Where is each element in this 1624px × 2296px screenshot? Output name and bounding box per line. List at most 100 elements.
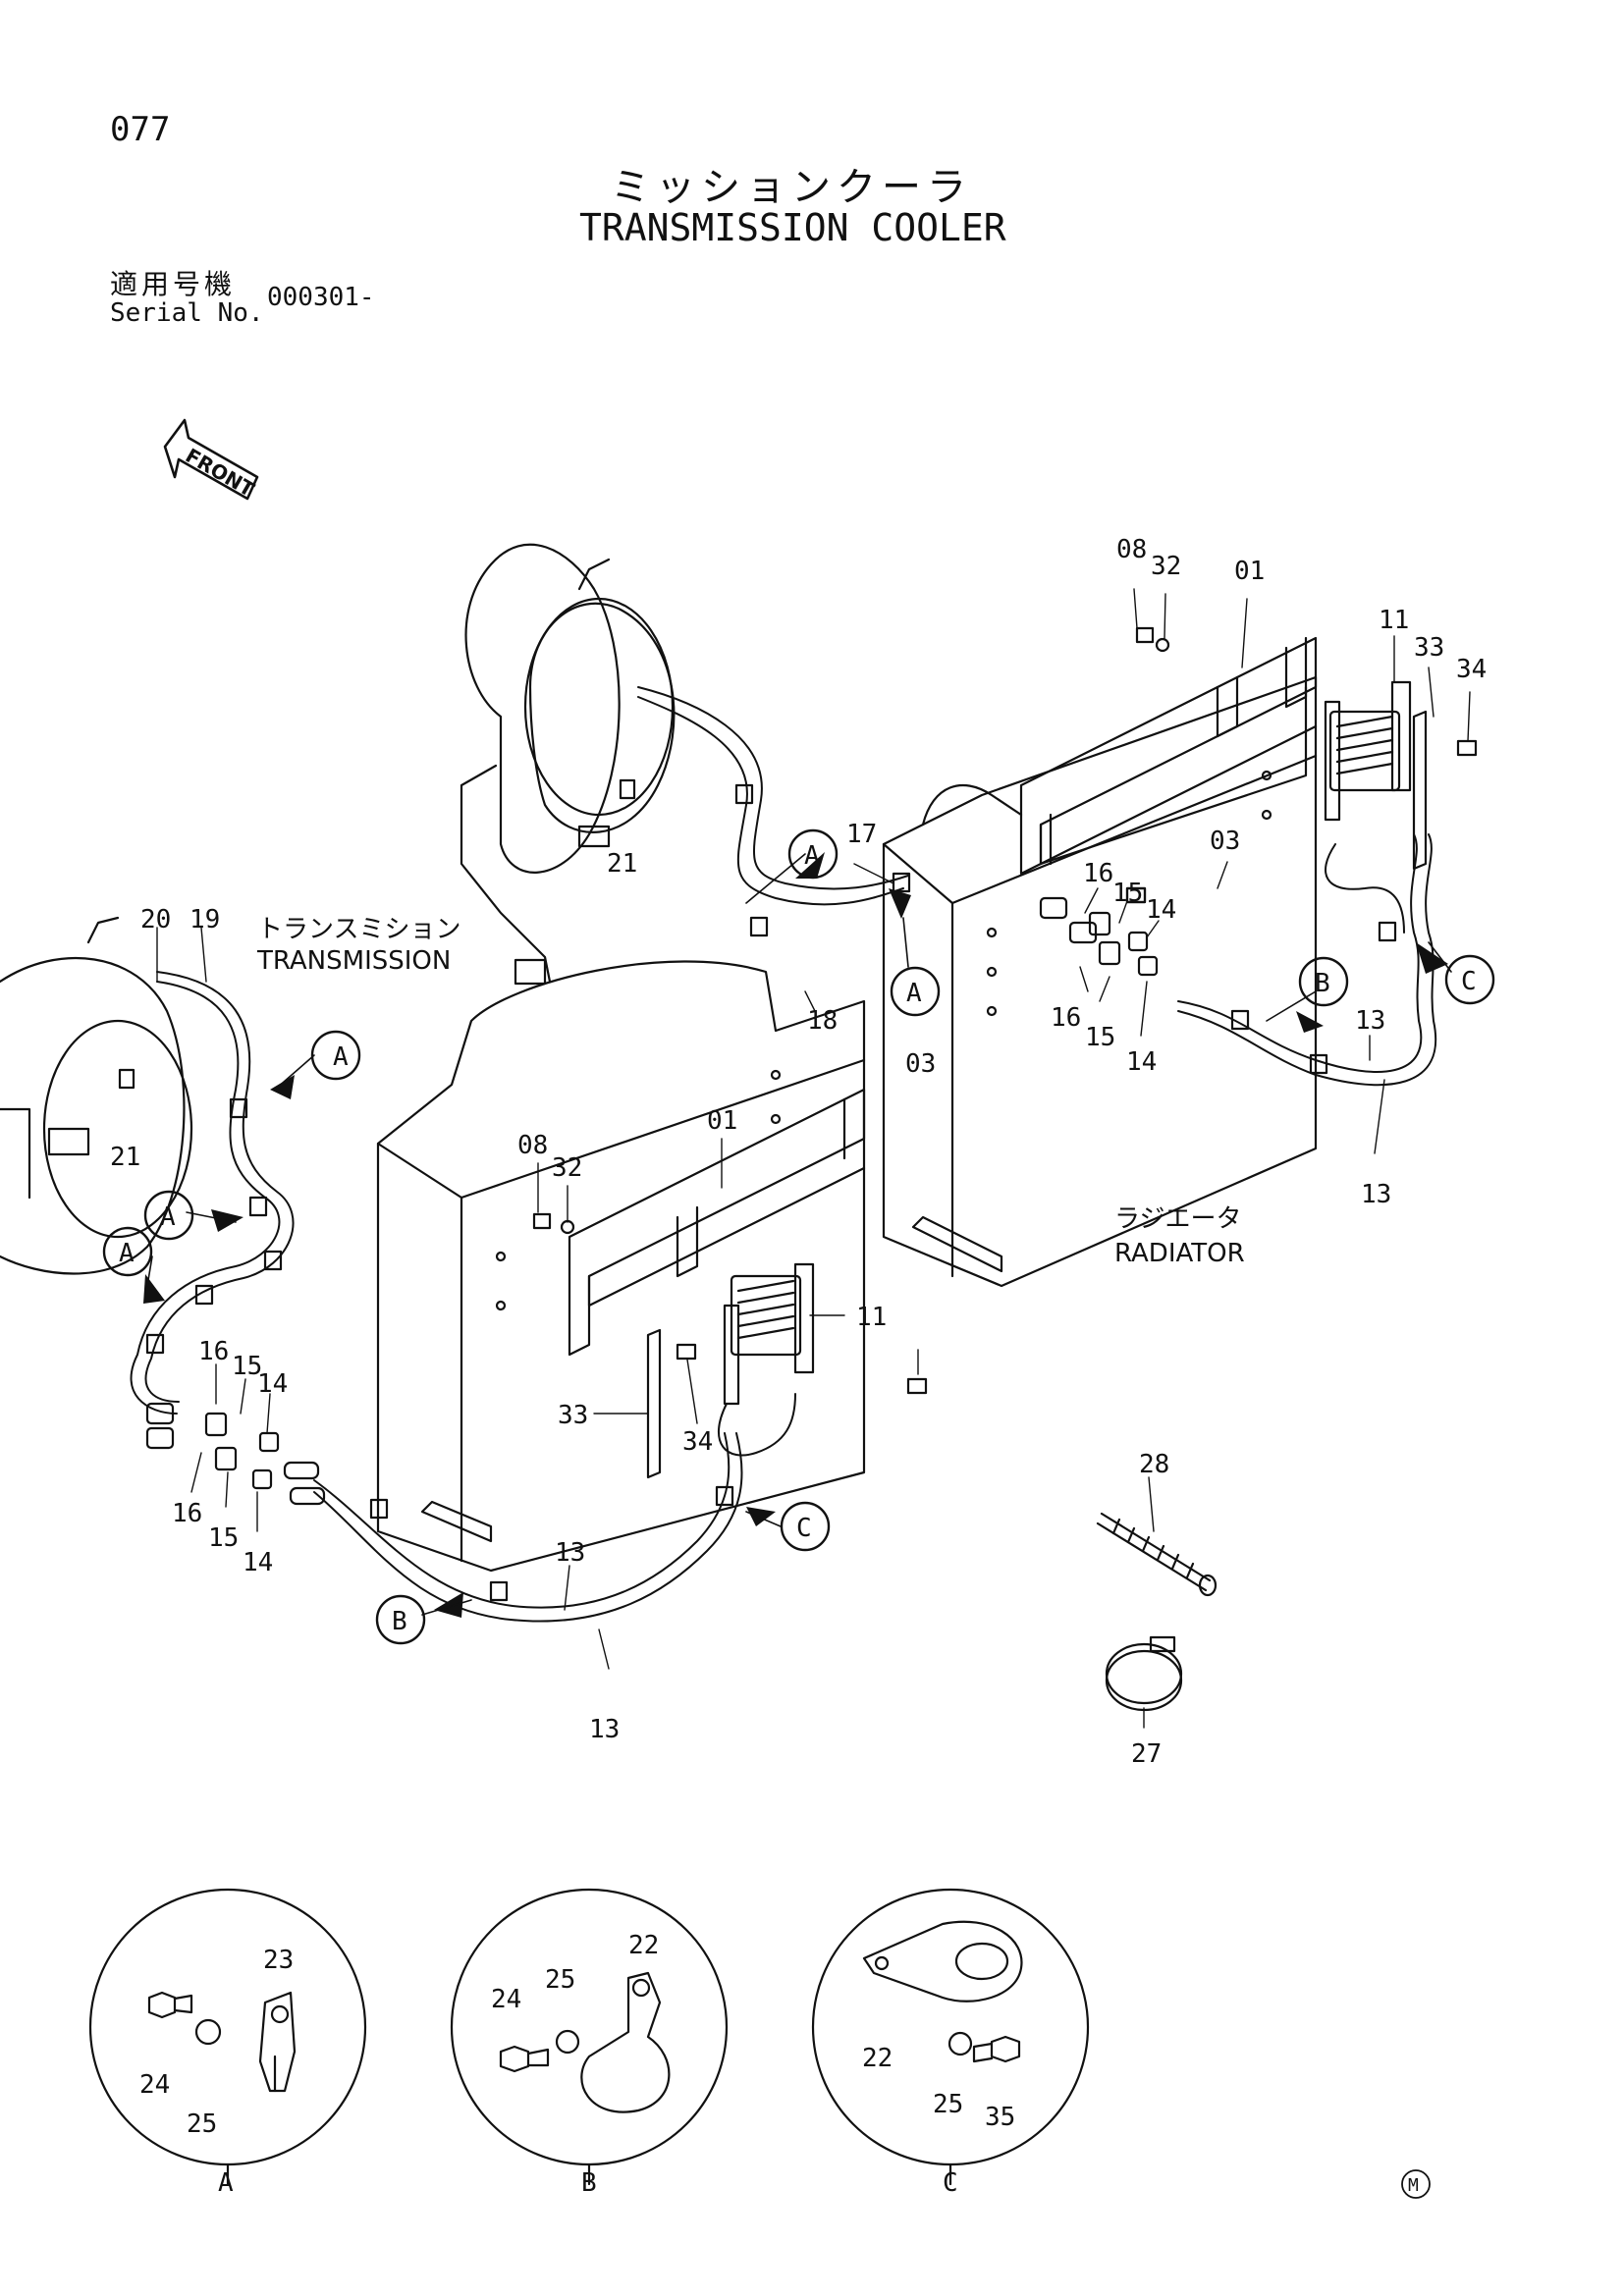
radiator-label-japanese: ラジエータ	[1114, 1204, 1241, 1234]
radiator-label: RADIATOR	[1114, 1239, 1245, 1268]
callout-pointer-lines	[146, 853, 1452, 1616]
m-mark-label: M	[1408, 2175, 1419, 2196]
part-label: 14	[243, 1548, 273, 1577]
transmission-label-japanese: トランスミション	[257, 915, 460, 944]
serial-label: Serial No.	[110, 298, 264, 328]
part-label: 11	[856, 1303, 887, 1332]
callout-a-upper: A	[804, 841, 820, 871]
part-labels-lower: 08 32 01 03 11 33 34	[517, 1049, 936, 1457]
part-label: 15	[1112, 879, 1143, 908]
part-label: 18	[807, 1006, 838, 1036]
part-label: 22	[628, 1931, 659, 1960]
part-label: 35	[985, 2103, 1015, 2132]
part-label: 01	[1234, 557, 1265, 586]
part-labels-loose: 28 27	[1131, 1450, 1169, 1769]
callout-a-left-2: A	[160, 1202, 176, 1232]
callout-c-lower: C	[796, 1514, 812, 1543]
part-label: 34	[1456, 655, 1487, 684]
part-label: 11	[1379, 606, 1409, 635]
detail-a-labels: 23 24 25 A	[139, 1946, 294, 2198]
hose-clamps	[145, 783, 1397, 1602]
callout-b-lower: B	[392, 1607, 407, 1636]
band-clamp	[1105, 1635, 1183, 1712]
upper-radiator	[882, 675, 1318, 1288]
page-number: 077	[110, 110, 171, 149]
part-label: 20	[140, 905, 171, 934]
detail-c-labels: 22 25 35 C	[862, 2044, 1015, 2198]
part-label: 21	[607, 849, 637, 879]
part-label: 24	[491, 1985, 521, 2014]
upper-bracket	[1412, 710, 1478, 871]
callout-a-upper-2: A	[906, 979, 922, 1008]
detail-label-b: B	[581, 2168, 597, 2198]
detail-label-c: C	[943, 2168, 958, 2198]
callout-a-left-1: A	[333, 1042, 349, 1072]
detail-view-b	[450, 1888, 729, 2186]
detail-view-a	[88, 1888, 367, 2186]
part-label: 03	[905, 1049, 936, 1079]
front-arrow-icon: FRONT	[163, 418, 258, 502]
lower-bracket	[646, 1328, 697, 1479]
part-label: 14	[257, 1369, 288, 1399]
leader-lines	[156, 588, 1471, 1729]
upper-cooler-frame	[1019, 636, 1318, 876]
serial-label-japanese: 適用号機	[110, 268, 237, 300]
part-label: 16	[198, 1337, 229, 1366]
part-label: 23	[263, 1946, 294, 1975]
part-label: 15	[1085, 1023, 1115, 1052]
left-fittings	[145, 1402, 326, 1506]
part-label: 25	[545, 1965, 575, 1995]
callout-c-upper: C	[1461, 967, 1477, 996]
detail-label-a: A	[218, 2168, 234, 2198]
part-label: 13	[589, 1715, 620, 1744]
part-label: 14	[1126, 1047, 1157, 1077]
part-label: 21	[110, 1143, 140, 1172]
part-label: 17	[846, 820, 877, 849]
part-label: 34	[682, 1427, 713, 1457]
upper-fittings	[1039, 896, 1159, 977]
callout-letters: A A A A A B B C C	[119, 841, 1477, 1636]
lower-oil-cooler	[723, 1262, 815, 1406]
part-label: 08	[517, 1131, 548, 1160]
lower-cooler-frame	[568, 1088, 866, 1357]
part-label: 13	[1361, 1180, 1391, 1209]
part-label: 15	[208, 1523, 239, 1553]
part-label: 25	[933, 2090, 963, 2119]
part-labels-left: 20 19 21 16 15 14 16 15 14 13 13	[110, 905, 620, 1744]
part-label: 33	[558, 1401, 588, 1430]
serial-number-value: 000301-	[267, 283, 375, 312]
left-transmission-housing	[0, 916, 193, 1275]
transmission-label: TRANSMISSION	[256, 946, 451, 976]
assembly-labels: トランスミション TRANSMISSION ラジエータ RADIATOR	[256, 915, 1245, 1268]
part-label: 16	[1083, 859, 1113, 888]
part-label: 22	[862, 2044, 893, 2073]
spiral-hose-guard	[1096, 1512, 1218, 1597]
part-label: 25	[187, 2109, 217, 2139]
part-label: 32	[1151, 552, 1181, 581]
m-mark-icon: M	[1401, 2169, 1431, 2199]
title-japanese: ミッションクーラ	[611, 165, 972, 210]
part-label: 16	[1051, 1003, 1081, 1033]
part-label: 14	[1146, 895, 1176, 925]
bolts	[118, 626, 1170, 1395]
part-label: 01	[707, 1106, 737, 1136]
part-labels-upper: 08 32 01 11 33 34 03 16 15 14 16 15 14 1…	[607, 535, 1487, 1209]
lower-hoses	[130, 971, 796, 1623]
part-label: 03	[1210, 827, 1240, 856]
part-label: 13	[555, 1538, 585, 1568]
upper-oil-cooler	[1324, 680, 1412, 822]
part-label: 33	[1414, 633, 1444, 663]
part-label: 19	[189, 905, 220, 934]
lower-radiator	[376, 960, 866, 1573]
part-label: 15	[232, 1352, 262, 1381]
part-label: 16	[172, 1499, 202, 1528]
detail-view-c	[811, 1888, 1090, 2186]
part-label: 32	[552, 1153, 582, 1183]
part-label: 08	[1116, 535, 1147, 564]
detail-b-labels: 22 24 25 B	[491, 1931, 659, 2198]
upper-transmission-housing	[460, 543, 676, 986]
part-label: 27	[1131, 1739, 1162, 1769]
part-label: 28	[1139, 1450, 1169, 1479]
part-label: 24	[139, 2070, 170, 2100]
